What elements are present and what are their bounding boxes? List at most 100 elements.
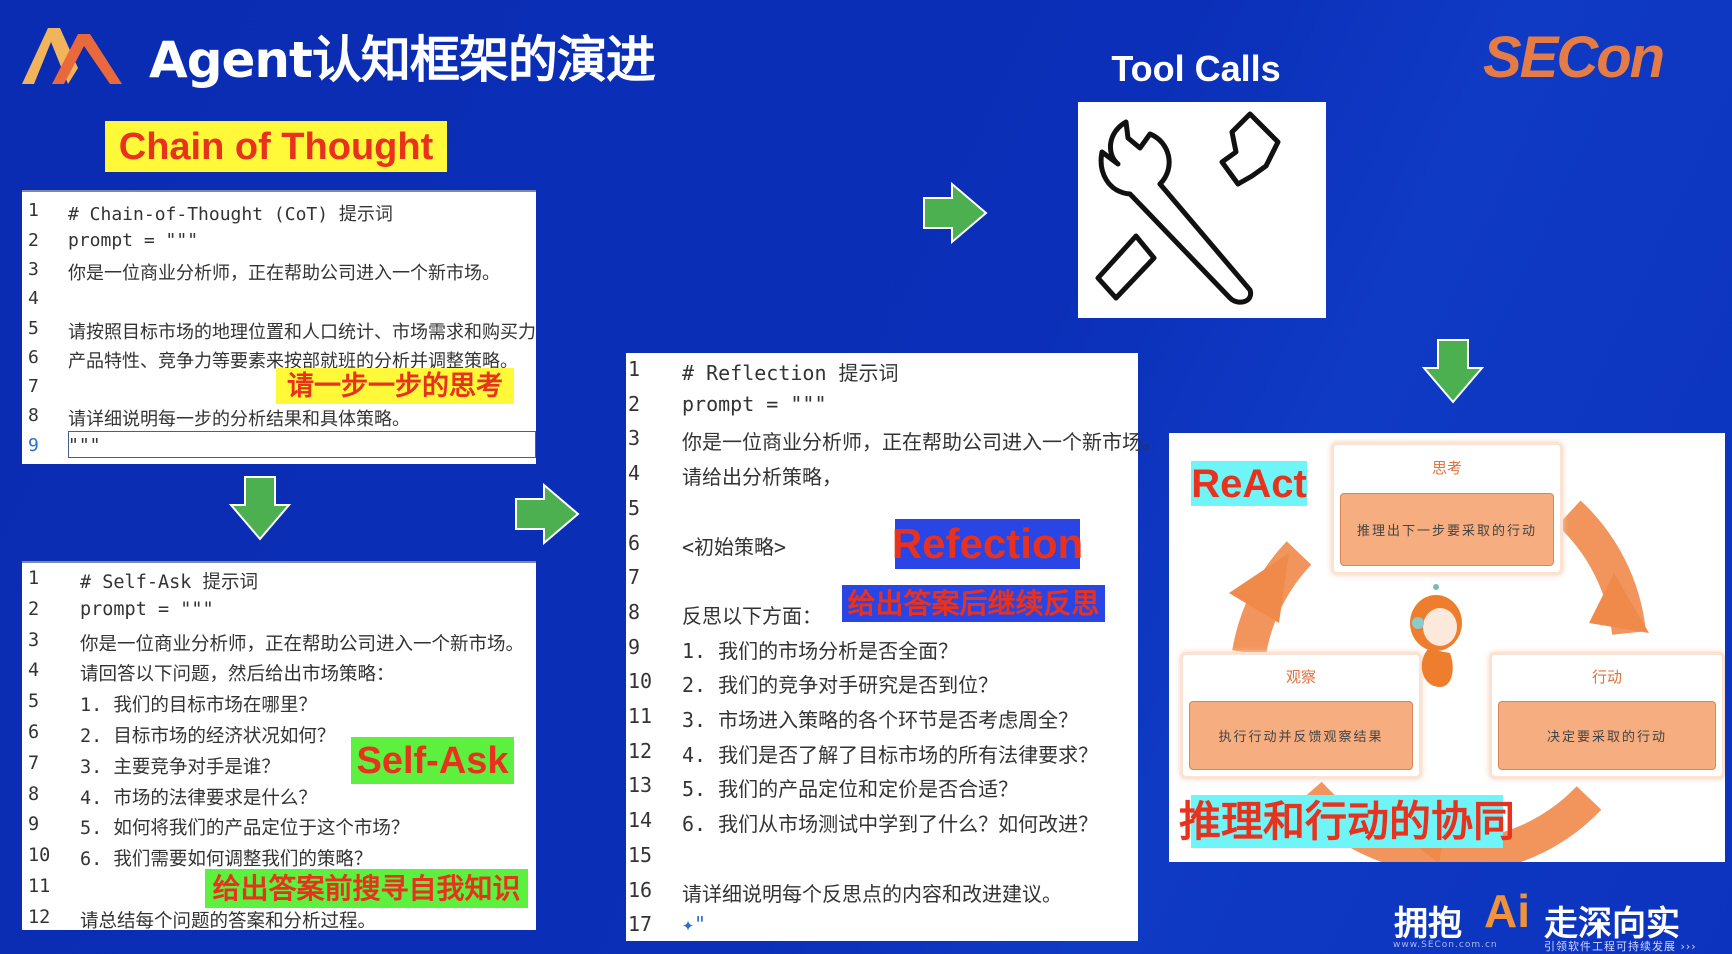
line-number: 10 <box>28 845 51 867</box>
line-number: 2 <box>28 229 39 251</box>
cot-note: 请一步一步的思考 <box>276 368 514 404</box>
code-text: ✦" <box>682 912 707 937</box>
code-line: 14 6. 我们从市场测试中学到了什么？如何改进？ <box>626 808 1138 843</box>
act-title: 行动 <box>1591 668 1622 687</box>
reflection-label: Refection <box>891 519 1084 569</box>
think-body: 推理出下一步要采取的行动 <box>1340 493 1554 566</box>
code-text: 5. 我们的产品定位和定价是否合适？ <box>682 777 1019 802</box>
code-line: 3 你是一位商业分析师，正在帮助公司进入一个新市场。 <box>626 426 1162 461</box>
code-line: 1 # Reflection 提示词 <box>626 357 1138 392</box>
footer-url: www.SECon.com.cn <box>1393 940 1498 950</box>
wrench-screwdriver-icon <box>1095 111 1281 305</box>
code-line: 10 6. 我们需要如何调整我们的策略？ <box>22 845 536 876</box>
line-number: 4 <box>28 288 39 310</box>
arrow-down-icon <box>1421 339 1485 404</box>
line-number: 17 <box>628 912 653 937</box>
line-number: 9 <box>628 634 641 659</box>
code-text: 产品特性、竞争力等要素来按部就班的分析并调整策略。 <box>68 350 518 372</box>
code-text: # Chain-of-Thought (CoT) 提示词 <box>68 204 393 226</box>
selfask-note: 给出答案前搜寻自我知识 <box>205 869 528 908</box>
line-number: 5 <box>628 495 641 520</box>
code-text: 请给出分析策略， <box>682 465 842 490</box>
code-line: 4 <box>22 288 536 317</box>
code-text: 请回答以下问题，然后给出市场策略： <box>80 664 395 686</box>
line-number: 4 <box>28 660 40 682</box>
line-number: 14 <box>628 808 653 833</box>
line-number: 3 <box>28 629 40 651</box>
think-title: 思考 <box>1431 459 1462 478</box>
act-card: 行动 决定要采取的行动 <box>1489 652 1725 779</box>
code-line: 5 <box>626 496 1138 531</box>
mascot-icon <box>1410 584 1462 687</box>
code-line: 10 2. 我们的竞争对手研究是否到位？ <box>626 669 1138 704</box>
line-number: 15 <box>628 842 653 867</box>
code-line: 15 <box>626 843 1138 878</box>
line-number: 3 <box>628 426 641 451</box>
code-text: 你是一位商业分析师，正在帮助公司进入一个新市场。 <box>80 633 525 655</box>
cycle-arrows-icon <box>1229 500 1649 862</box>
code-line: 4 请回答以下问题，然后给出市场策略： <box>22 660 536 691</box>
code-line: 6 产品特性、竞争力等要素来按部就班的分析并调整策略。 <box>22 347 536 376</box>
code-text: 请总结每个问题的答案和分析过程。 <box>80 910 377 932</box>
line-number: 8 <box>628 599 641 624</box>
line-number: 16 <box>628 877 653 902</box>
code-text: 1. 我们的目标市场在哪里？ <box>80 695 317 717</box>
code-text: 你是一位商业分析师，正在帮助公司进入一个新市场。 <box>682 430 1162 455</box>
line-number: 7 <box>628 565 641 590</box>
observe-body: 执行行动并反馈观察结果 <box>1189 700 1413 770</box>
code-text: 3. 主要竞争对手是谁？ <box>80 756 280 778</box>
conference-logo-icon <box>22 28 122 84</box>
tools-image <box>1078 102 1326 318</box>
code-text: """ <box>68 434 101 456</box>
code-text: 你是一位商业分析师，正在帮助公司进入一个新市场。 <box>68 262 500 284</box>
code-text: # Reflection 提示词 <box>682 361 899 385</box>
footer-ai-logo: Ai <box>1484 885 1530 937</box>
cot-label: Chain of Thought <box>105 121 447 172</box>
arrow-down-icon <box>228 476 292 541</box>
think-card: 思考 推理出下一步要采取的行动 <box>1331 442 1563 575</box>
line-number: 7 <box>28 376 39 398</box>
observe-title: 观察 <box>1285 668 1316 687</box>
line-number: 1 <box>628 357 641 381</box>
arrow-right-icon <box>923 181 988 245</box>
code-text: 请详细说明每一步的分析结果和具体策略。 <box>68 409 410 431</box>
code-text: # Self-Ask 提示词 <box>80 571 259 593</box>
page-title: Agent认知框架的演进 <box>149 31 656 89</box>
selfask-label: Self-Ask <box>351 737 514 784</box>
line-number: 6 <box>28 721 40 743</box>
code-line: 1 # Self-Ask 提示词 <box>22 568 536 599</box>
observe-card: 观察 执行行动并反馈观察结果 <box>1180 652 1422 779</box>
react-label: ReAct <box>1191 461 1307 506</box>
line-number: 6 <box>28 346 39 368</box>
code-text: 6. 我们从市场测试中学到了什么？如何改进？ <box>682 812 1099 837</box>
code-text: 6. 我们需要如何调整我们的策略？ <box>80 849 373 871</box>
code-line: 7 3. 主要竞争对手是谁？ <box>22 753 536 784</box>
act-body: 决定要采取的行动 <box>1498 700 1716 770</box>
code-text: 2. 我们的竞争对手研究是否到位？ <box>682 673 999 698</box>
line-number: 11 <box>628 704 653 728</box>
code-line: 17 ✦" <box>626 912 1138 947</box>
cot-closing-line-box <box>68 431 536 458</box>
code-text: <初始策略> <box>682 534 787 559</box>
line-number: 1 <box>28 200 39 222</box>
code-line: 3 你是一位商业分析师，正在帮助公司进入一个新市场。 <box>22 630 536 661</box>
code-text: 4. 市场的法律要求是什么？ <box>80 787 317 809</box>
code-line: 11 <box>22 876 536 907</box>
line-number: 7 <box>28 752 40 774</box>
line-number: 13 <box>628 773 653 798</box>
line-number: 10 <box>628 669 653 694</box>
line-number: 1 <box>28 567 40 589</box>
line-number: 9 <box>28 434 39 456</box>
